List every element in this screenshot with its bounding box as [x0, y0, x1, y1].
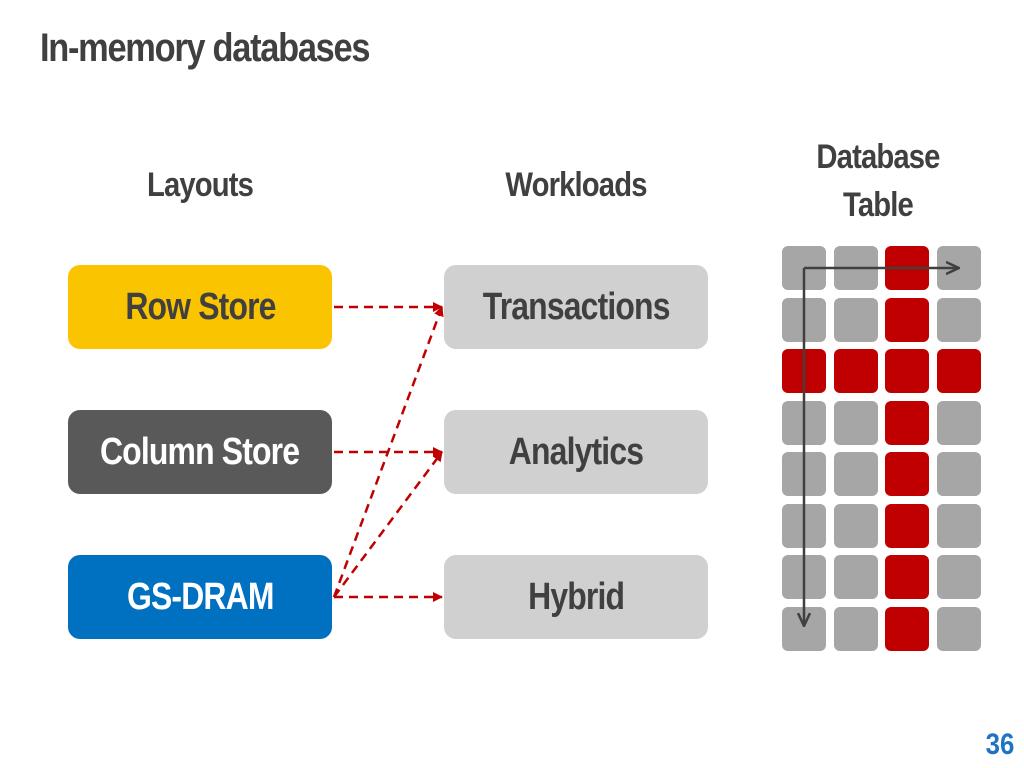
table-cell — [885, 400, 929, 445]
layouts-header: Layouts — [146, 166, 254, 204]
table-cell — [885, 606, 929, 651]
slide-title: In-memory databases — [40, 26, 370, 70]
layout-label: GS-DRAM — [126, 575, 274, 618]
table-cell — [885, 349, 929, 393]
workload-analytics: Analytics — [444, 410, 708, 494]
connection-arrow — [332, 306, 444, 598]
table-cell — [885, 297, 929, 342]
table-cell — [833, 297, 878, 342]
layout-label: Column Store — [100, 430, 300, 473]
table-cell — [833, 555, 878, 599]
workload-label: Transactions — [482, 285, 671, 328]
connection-arrow — [332, 451, 444, 598]
layout-column-store: Column Store — [68, 410, 332, 494]
layout-gs-dram: GS-DRAM — [68, 555, 332, 639]
table-cell — [885, 452, 929, 496]
table-cell — [833, 400, 878, 445]
workload-transactions: Transactions — [444, 265, 708, 349]
table-cell — [936, 400, 981, 445]
layout-label: Row Store — [124, 285, 276, 328]
table-cell — [833, 349, 878, 393]
workload-label: Analytics — [508, 430, 644, 473]
layout-row-store: Row Store — [68, 265, 332, 349]
table-header-line1: Database — [816, 138, 940, 176]
table-cell — [936, 297, 981, 342]
table-cell — [833, 503, 878, 548]
table-header-line2: Table — [843, 186, 914, 224]
table-cell — [833, 452, 878, 496]
table-cell — [936, 555, 981, 599]
page-number: 36 — [985, 728, 1014, 761]
table-cell — [833, 606, 878, 651]
table-cell — [885, 555, 929, 599]
table-cell — [936, 452, 981, 496]
workload-hybrid: Hybrid — [444, 555, 708, 639]
workload-label: Hybrid — [527, 575, 625, 618]
table-cell — [936, 503, 981, 548]
workloads-header: Workloads — [505, 166, 647, 204]
table-cell — [885, 503, 929, 548]
table-cell — [936, 606, 981, 651]
table-cell — [936, 349, 981, 393]
